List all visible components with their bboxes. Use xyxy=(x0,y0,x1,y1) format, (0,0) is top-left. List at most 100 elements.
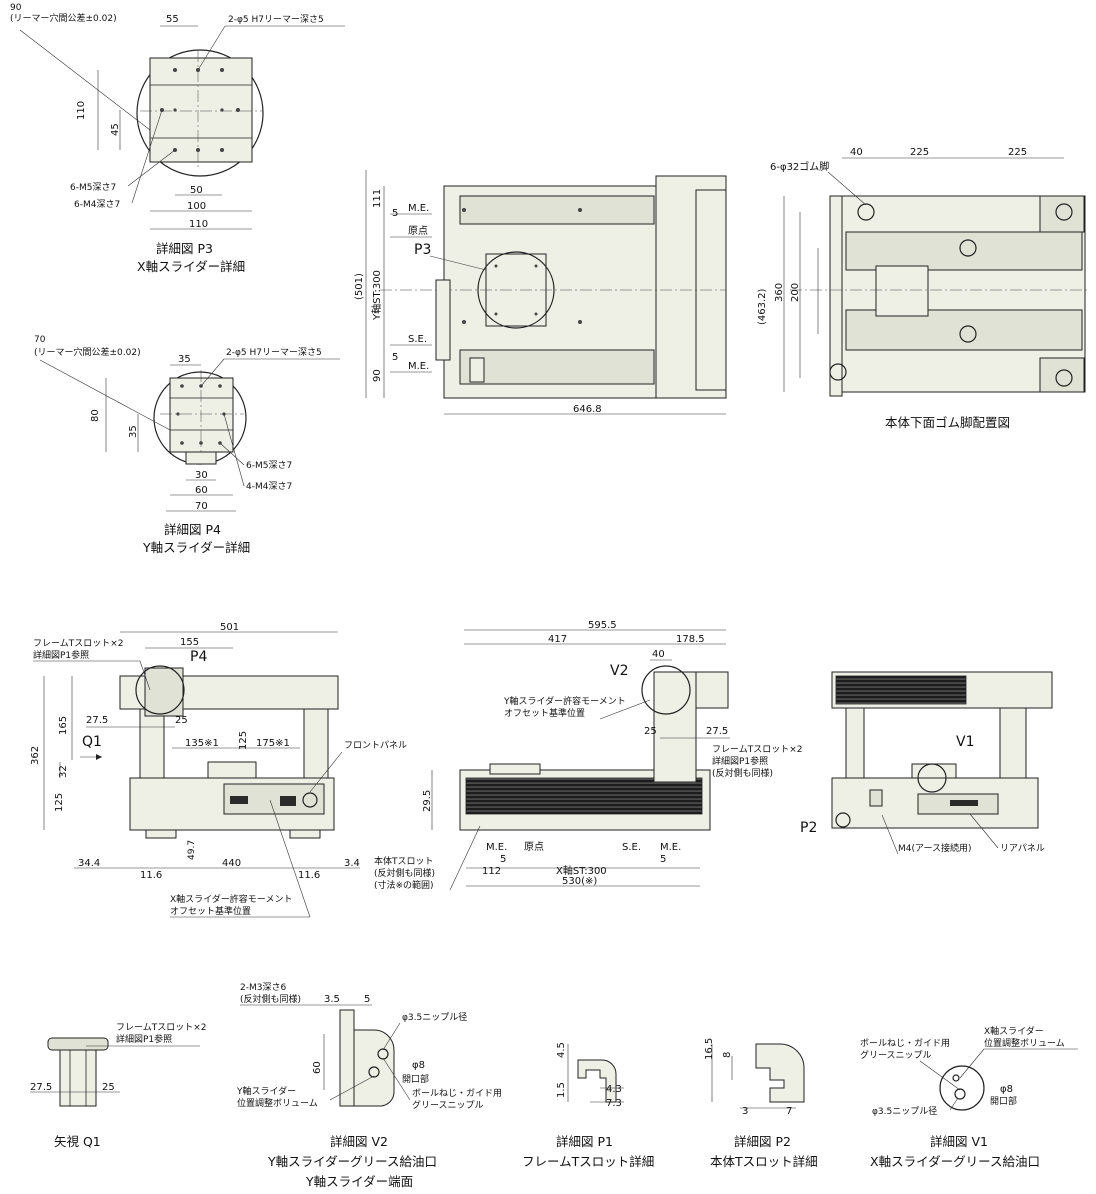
front-dim-3-4: 3.4 xyxy=(344,858,360,869)
v1-nipple-note: φ3.5ニップル径 xyxy=(872,1105,937,1117)
top-view: 111 (501) Y軸ST:300 90 M.E. 5 原点 P3 S.E. … xyxy=(354,170,727,415)
v2-phi8: φ8 xyxy=(412,1060,425,1071)
side-dim-112: 112 xyxy=(482,866,501,877)
side-x-stroke: X軸ST:300 xyxy=(556,864,607,877)
front-dim-11-6-right: 11.6 xyxy=(298,870,320,881)
v2-grease-note-2: グリースニップル xyxy=(412,1099,484,1111)
front-xmoment-note-2: オフセット基準位置 xyxy=(170,905,251,917)
rear-v1-circle xyxy=(917,763,947,793)
p3-title: 詳細図 P3 xyxy=(156,241,213,256)
q1-dim-25: 25 xyxy=(102,1082,115,1093)
q1-dim-27-5: 27.5 xyxy=(30,1082,52,1093)
v1-subtitle: X軸スライダーグリース給油口 xyxy=(870,1154,1040,1169)
p4-dim-35-top: 35 xyxy=(178,354,191,365)
p2-dim-3: 3 xyxy=(742,1106,748,1117)
bottom-feet-note: 6-φ32ゴム脚 xyxy=(770,160,829,173)
side-v2-label: V2 xyxy=(610,663,628,679)
side-bellows-cover xyxy=(465,777,703,815)
side-dim-27-5: 27.5 xyxy=(706,726,728,737)
top-me-lower: M.E. xyxy=(408,361,429,372)
v2-title: 詳細図 V2 xyxy=(330,1134,388,1149)
p4-m4-note: 4-M4深さ7 xyxy=(246,481,292,492)
top-dim-111: 111 xyxy=(372,189,383,208)
rear-v1-label: V1 xyxy=(956,734,974,750)
v2-subtitle-2: Y軸スライダー端面 xyxy=(305,1174,413,1189)
rear-panel-label: リアパネル xyxy=(1000,843,1045,854)
detail-p2: 16.5 8 3 7 詳細図 P2 本体Tスロット詳細 xyxy=(704,1038,818,1169)
front-xmoment-note-1: X軸スライダー許容モーメント xyxy=(170,893,292,905)
v1-grease-note-2: グリースニップル xyxy=(860,1049,932,1061)
p3-dim-100: 100 xyxy=(187,201,206,212)
side-five-right: 5 xyxy=(660,854,666,865)
detail-v1: X軸スライダー 位置調整ボリューム ボールねじ・ガイド用 グリースニップル φ8… xyxy=(860,1025,1078,1169)
p4-dim-70-top: 70 xyxy=(34,335,46,345)
view-q1: フレームTスロット×2 詳細図P1参照 27.5 25 矢視 Q1 xyxy=(30,1022,207,1149)
side-five-left: 5 xyxy=(500,854,506,865)
p3-dim-110-vertical: 110 xyxy=(76,101,87,120)
side-me-left: M.E. xyxy=(486,842,507,853)
front-p4-label: P4 xyxy=(190,649,207,665)
v2-subtitle-1: Y軸スライダーグリース給油口 xyxy=(267,1154,437,1169)
p3-subtitle: X軸スライダー詳細 xyxy=(137,259,245,274)
p4-dim-70-bottom: 70 xyxy=(195,501,208,512)
front-dim-27-5: 27.5 xyxy=(86,715,108,726)
p3-dim-90: 90 xyxy=(10,3,22,13)
front-dim-25: 25 xyxy=(175,715,188,726)
rear-p2-circle xyxy=(835,812,851,828)
front-dim-362: 362 xyxy=(30,746,41,765)
side-origin: 原点 xyxy=(524,841,544,853)
side-dim-595-5: 595.5 xyxy=(588,620,617,631)
p4-subtitle: Y軸スライダー詳細 xyxy=(142,540,250,555)
v2-dim-5: 5 xyxy=(364,994,370,1005)
top-me-upper: M.E. xyxy=(408,203,429,214)
p1-dim-4-5: 4.5 xyxy=(556,1042,567,1058)
front-q1-label: Q1 xyxy=(82,734,102,750)
q1-title: 矢視 Q1 xyxy=(54,1134,101,1149)
top-origin: 原点 xyxy=(408,225,428,237)
detail-v2: 2-M3深さ6 (反対側も同様) 3.5 5 φ3.5ニップル径 60 φ8 開… xyxy=(236,982,502,1189)
p3-dim-45: 45 xyxy=(110,123,121,136)
front-dim-11-6-left: 11.6 xyxy=(140,870,162,881)
p3-dim-55: 55 xyxy=(166,14,179,25)
v1-phi8: φ8 xyxy=(1000,1084,1013,1095)
v2-same-note: (反対側も同様) xyxy=(240,993,301,1005)
p4-dim-30: 30 xyxy=(195,470,208,481)
top-dim-90: 90 xyxy=(372,369,383,382)
bottom-dim-463-2: (463.2) xyxy=(757,288,768,325)
top-view-p3-circle xyxy=(477,251,555,329)
side-dim-25: 25 xyxy=(644,726,657,737)
side-bodyslot-note-1: 本体Tスロット xyxy=(374,855,434,867)
front-dim-125-upper: 125 xyxy=(238,731,249,750)
side-ymoment-note-2: オフセット基準位置 xyxy=(504,707,585,719)
v2-nipple-note: φ3.5ニップル径 xyxy=(402,1011,467,1023)
top-five-lower: 5 xyxy=(392,352,398,363)
side-tslot-same: (反対側も同様) xyxy=(712,767,773,779)
v1-volume-note-1: X軸スライダー xyxy=(984,1025,1044,1037)
top-dim-501: (501) xyxy=(354,273,365,300)
p1-dim-4-3: 4.3 xyxy=(606,1084,622,1095)
front-dim-440: 440 xyxy=(222,858,241,869)
v2-grease-note-1: ボールねじ・ガイド用 xyxy=(412,1088,502,1099)
v2-volume-note-1: Y軸スライダー xyxy=(236,1085,296,1097)
p1-subtitle: フレームTスロット詳細 xyxy=(522,1154,654,1169)
front-p4-circle xyxy=(135,665,185,715)
p4-slider-plate xyxy=(169,377,234,453)
q1-tslot-note: フレームTスロット×2 xyxy=(116,1022,207,1033)
front-dim-49-7: 49.7 xyxy=(187,840,197,860)
bottom-dim-225-a: 225 xyxy=(910,147,929,158)
front-dim-125-lower: 125 xyxy=(54,793,65,812)
top-p3-label: P3 xyxy=(414,242,431,258)
p4-dim-60: 60 xyxy=(195,485,208,496)
front-dim-155: 155 xyxy=(180,637,199,648)
v1-volume-note-2: 位置調整ボリューム xyxy=(984,1037,1065,1049)
v2-opening: 開口部 xyxy=(402,1073,429,1085)
front-panel-label: フロントパネル xyxy=(344,740,407,751)
front-tslot-note: フレームTスロット×2 xyxy=(33,638,124,649)
v2-dim-60: 60 xyxy=(312,1061,323,1074)
top-y-stroke: Y軸ST:300 xyxy=(370,270,383,321)
rear-p2-label: P2 xyxy=(800,820,817,836)
p3-dim-50: 50 xyxy=(190,185,203,196)
side-v2-circle xyxy=(641,665,691,715)
side-se: S.E. xyxy=(622,842,641,853)
